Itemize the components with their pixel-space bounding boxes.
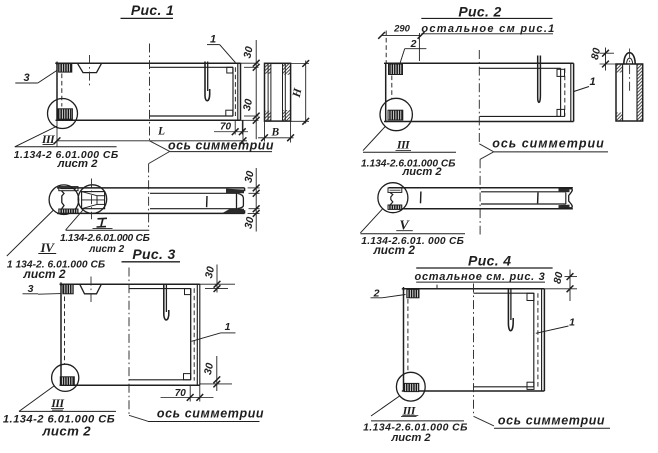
svg-text:290: 290 — [393, 24, 411, 35]
svg-text:30: 30 — [203, 265, 217, 279]
svg-text:80: 80 — [551, 271, 565, 285]
svg-text:1.134-2.6.01.000 СБ: 1.134-2.6.01.000 СБ — [361, 158, 455, 169]
svg-text:70: 70 — [220, 121, 232, 132]
svg-text:1: 1 — [225, 321, 231, 333]
svg-text:30: 30 — [242, 216, 256, 230]
svg-text:остальное см. рис. 3: остальное см. рис. 3 — [415, 271, 546, 283]
svg-text:ось симметрии: ось симметрии — [168, 138, 274, 152]
svg-text:B: B — [270, 126, 279, 138]
svg-text:III: III — [50, 396, 65, 410]
svg-text:30: 30 — [202, 362, 216, 376]
svg-text:2: 2 — [410, 38, 417, 50]
svg-text:1: 1 — [569, 317, 575, 329]
svg-text:Рис. 2: Рис. 2 — [458, 3, 501, 19]
svg-text:лист 2: лист 2 — [56, 158, 98, 170]
svg-text:3: 3 — [28, 283, 34, 295]
svg-text:30: 30 — [242, 170, 256, 184]
svg-text:1 134-2. 6.01.000 СБ: 1 134-2. 6.01.000 СБ — [7, 260, 105, 271]
svg-text:ось симметрии: ось симметрии — [492, 136, 605, 150]
svg-text:V: V — [399, 218, 410, 233]
svg-text:1: 1 — [210, 34, 216, 46]
svg-text:Рис. 3: Рис. 3 — [132, 246, 175, 262]
svg-text:1.134-2 6.01.000 СБ: 1.134-2 6.01.000 СБ — [3, 414, 115, 426]
svg-text:Рис. 4: Рис. 4 — [468, 252, 511, 268]
svg-text:лист 2: лист 2 — [22, 267, 65, 281]
svg-text:ось симметрии: ось симметрии — [498, 414, 605, 428]
svg-text:остальное см рис.1: остальное см рис.1 — [421, 23, 555, 35]
svg-text:IV: IV — [40, 240, 56, 255]
svg-text:3: 3 — [23, 72, 29, 84]
svg-text:H: H — [291, 86, 305, 99]
svg-text:1.134-2 6.01.000 СБ: 1.134-2 6.01.000 СБ — [14, 150, 119, 161]
svg-text:1: 1 — [589, 76, 595, 88]
svg-text:2: 2 — [373, 287, 380, 299]
svg-text:лист 2: лист 2 — [401, 166, 442, 178]
svg-text:30: 30 — [241, 45, 255, 59]
svg-text:1.134-2.6.01. 000 СБ: 1.134-2.6.01. 000 СБ — [361, 236, 464, 247]
svg-text:лист 2: лист 2 — [41, 423, 91, 438]
svg-text:30: 30 — [241, 98, 255, 112]
svg-text:лист 2: лист 2 — [390, 432, 431, 444]
svg-text:ось симметрии: ось симметрии — [157, 407, 264, 421]
svg-text:III: III — [41, 132, 56, 146]
svg-text:III: III — [402, 404, 417, 418]
svg-text:1.134-2.6.01.000 СБ: 1.134-2.6.01.000 СБ — [60, 233, 150, 244]
svg-text:III: III — [396, 137, 411, 151]
svg-text:Рис. 1: Рис. 1 — [131, 2, 174, 18]
svg-text:80: 80 — [589, 47, 603, 61]
svg-text:70: 70 — [175, 388, 187, 399]
svg-text:1.134-2.6.01.000 СБ: 1.134-2.6.01.000 СБ — [363, 423, 468, 434]
svg-text:лист 2: лист 2 — [372, 243, 415, 257]
svg-text:L: L — [157, 126, 165, 138]
svg-text:лист 2: лист 2 — [88, 244, 125, 255]
